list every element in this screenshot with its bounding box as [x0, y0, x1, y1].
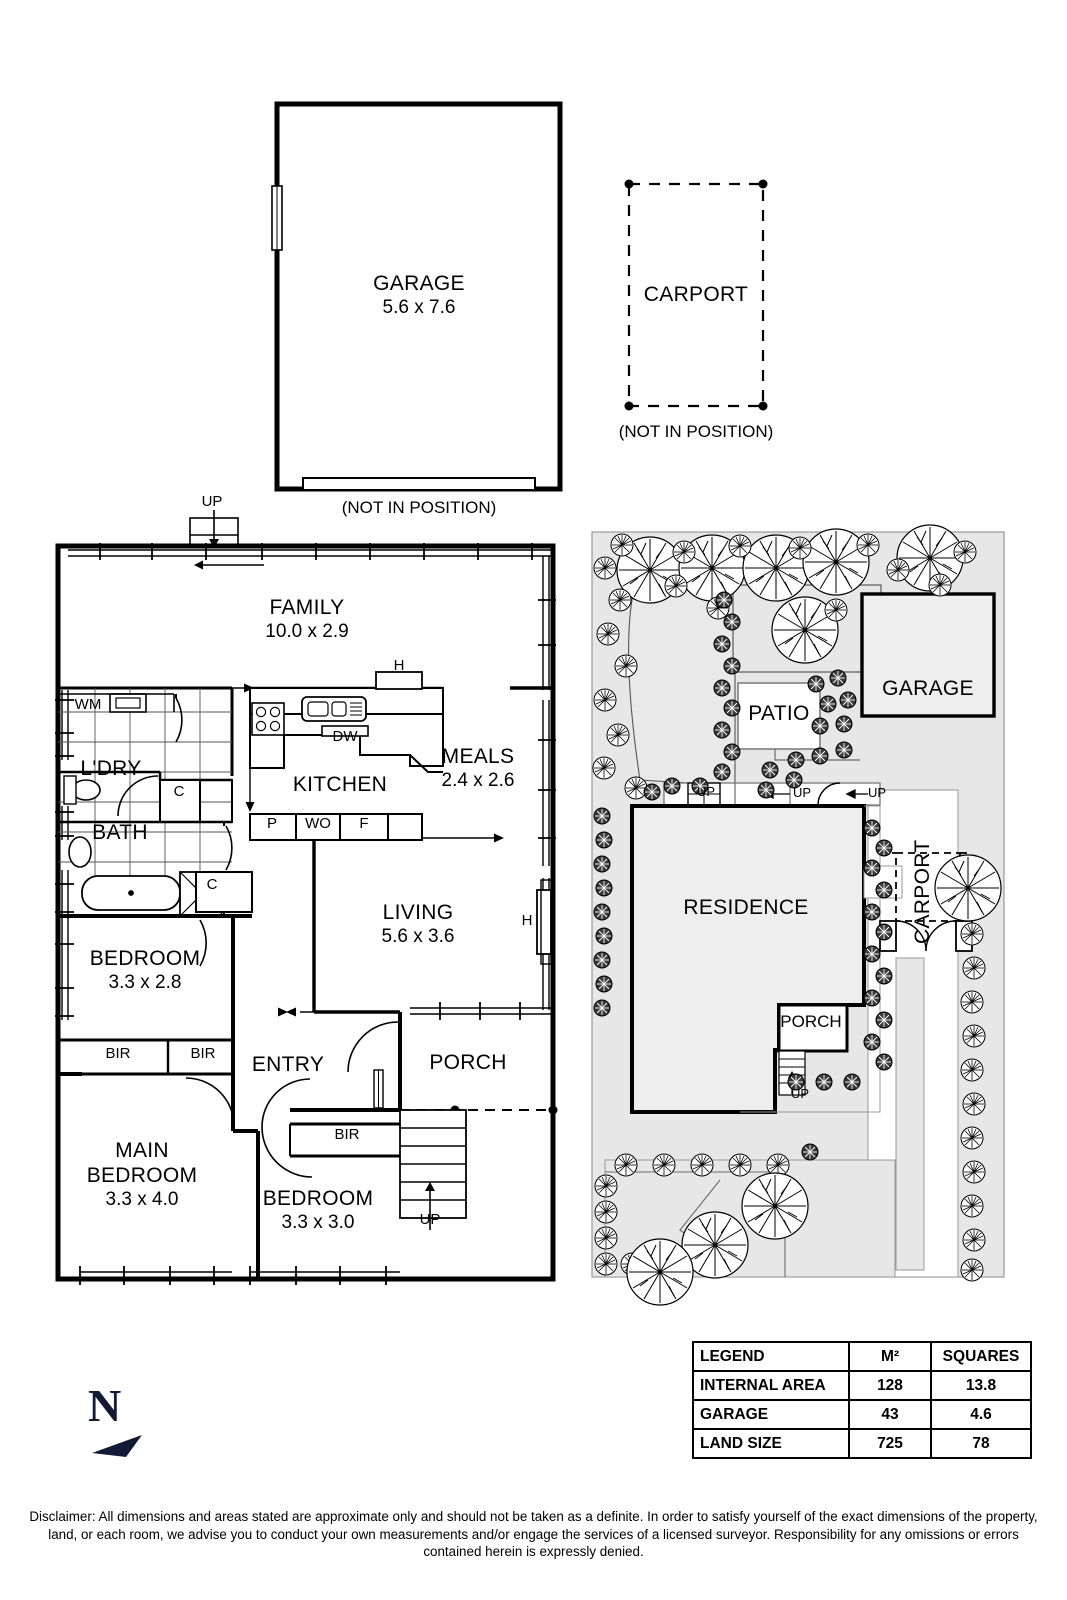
- legend-header-label: LEGEND: [692, 1341, 850, 1372]
- detached-carport-note: (NOT IN POSITION): [618, 422, 774, 441]
- window-bottom-wall: [79, 1266, 400, 1285]
- detached-garage-dimensions: 5.6 x 7.6: [382, 297, 456, 318]
- direction-arrowheads: [244, 683, 504, 1017]
- legend-label-garage: GARAGE: [692, 1399, 850, 1430]
- legend-header-row: LEGEND M² SQUARES: [692, 1341, 1032, 1372]
- legend-squares-land-size: 78: [930, 1428, 1032, 1459]
- fixture-label-washing-machine: WM: [74, 696, 102, 713]
- legend-label-internal-area: INTERNAL AREA: [692, 1370, 850, 1401]
- window-right-wall-meals: [538, 700, 556, 866]
- disclaimer-text: Disclaimer: All dimensions and areas sta…: [29, 1509, 1038, 1560]
- stairs-up-family: [189, 510, 239, 548]
- fixture-label-bir-2: BIR: [190, 1045, 216, 1062]
- fixture-label-cupboard-1: C: [173, 783, 185, 800]
- fixture-label-fridge: F: [359, 815, 369, 832]
- site-label-garage: GARAGE: [882, 677, 974, 700]
- site-label-carport: CARPORT: [911, 839, 935, 944]
- compass-north-arrow-icon: [92, 1435, 142, 1457]
- fixture-label-pantry: P: [266, 815, 278, 832]
- legend-header-squares: SQUARES: [930, 1341, 1032, 1372]
- site-plan: [591, 524, 1005, 1306]
- window-left-wall: [55, 690, 74, 1020]
- stairs-up-entry: [399, 1109, 467, 1230]
- site-label-up-4: UP: [790, 1086, 810, 1101]
- room-dim-living: 5.6 x 3.6: [381, 926, 455, 947]
- detached-garage-outline: [271, 101, 563, 492]
- room-label-bedroom-2: BEDROOM: [89, 947, 201, 970]
- legend-m2-land-size: 725: [848, 1428, 932, 1459]
- detached-carport-outline: [624, 179, 768, 411]
- room-label-living: LIVING: [382, 901, 454, 924]
- internal-walls: [58, 671, 558, 1279]
- room-dim-main-bedroom: 3.3 x 4.0: [105, 1189, 179, 1210]
- stairs-label-up-entry: UP: [419, 1211, 441, 1228]
- window-top-wall: [68, 543, 553, 570]
- compass-north-label: N: [88, 1380, 122, 1431]
- room-label-laundry: L'DRY: [80, 757, 142, 780]
- site-label-porch: PORCH: [780, 1012, 842, 1031]
- compass-north: N: [88, 1380, 142, 1457]
- legend-m2-garage: 43: [848, 1399, 932, 1430]
- room-label-bedroom-3: BEDROOM: [262, 1187, 374, 1210]
- detached-carport-name: CARPORT: [643, 283, 749, 306]
- site-label-up-1: UP: [696, 784, 716, 799]
- window-right-wall-upper: [538, 556, 556, 690]
- detached-garage-note: (NOT IN POSITION): [341, 498, 497, 517]
- room-label-kitchen: KITCHEN: [292, 773, 388, 796]
- legend-table: LEGEND M² SQUARES INTERNAL AREA 128 13.8…: [692, 1341, 1032, 1459]
- legend-row-garage: GARAGE 43 4.6: [692, 1399, 1032, 1430]
- main-floorplan: [55, 510, 558, 1285]
- room-label-main-bedroom-line1: MAIN: [115, 1139, 169, 1162]
- fixture-label-bir-3: BIR: [334, 1126, 360, 1143]
- room-label-entry: ENTRY: [251, 1053, 325, 1076]
- fixture-label-dishwasher: DW: [332, 728, 358, 745]
- legend-label-land-size: LAND SIZE: [692, 1428, 850, 1459]
- room-dim-family: 10.0 x 2.9: [265, 621, 349, 642]
- legend-squares-garage: 4.6: [930, 1399, 1032, 1430]
- legend-header-m2: M²: [848, 1341, 932, 1372]
- hedge-left-boundary: [593, 807, 613, 1017]
- legend-row-land-size: LAND SIZE 725 78: [692, 1428, 1032, 1459]
- legend-squares-internal-area: 13.8: [930, 1370, 1032, 1401]
- fixture-label-bir-1: BIR: [105, 1045, 131, 1062]
- legend-row-internal-area: INTERNAL AREA 128 13.8: [692, 1370, 1032, 1401]
- legend-m2-internal-area: 128: [848, 1370, 932, 1401]
- room-dim-meals: 2.4 x 2.6: [441, 770, 515, 791]
- room-label-meals: MEALS: [441, 745, 515, 768]
- fixture-label-rangehood: H: [393, 657, 405, 674]
- site-label-patio: PATIO: [748, 702, 810, 725]
- fixture-label-heater-living: H: [521, 912, 533, 929]
- fixture-label-wall-oven: WO: [305, 815, 331, 832]
- room-label-main-bedroom-line2: BEDROOM: [86, 1164, 198, 1187]
- site-label-up-3: UP: [867, 785, 887, 800]
- room-label-porch: PORCH: [429, 1051, 507, 1074]
- detached-garage-name: GARAGE: [373, 272, 465, 295]
- site-label-residence: RESIDENCE: [683, 896, 809, 919]
- room-dim-bedroom-3: 3.3 x 3.0: [281, 1212, 355, 1233]
- stairs-label-up-top: UP: [201, 493, 223, 510]
- room-label-bath: BATH: [92, 821, 148, 844]
- site-label-up-2: UP: [792, 785, 812, 800]
- fixture-label-cupboard-2: C: [206, 876, 218, 893]
- room-dim-bedroom-2: 3.3 x 2.8: [108, 972, 182, 993]
- room-label-family: FAMILY: [269, 596, 345, 619]
